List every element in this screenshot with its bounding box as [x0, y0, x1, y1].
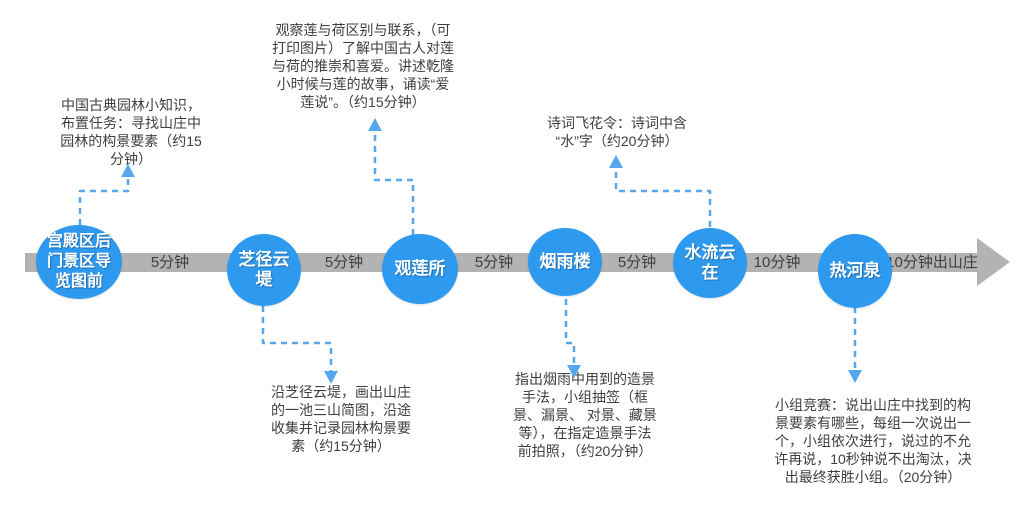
- duration-label-4: 5分钟: [617, 254, 657, 271]
- connector-line-guanliansuo: [373, 131, 415, 235]
- timeline-end-arrow-icon: [977, 238, 1010, 286]
- annotation-top-guanliansuo: 观察莲与荷区别与联系，（可 打印图片）了解中国古人对莲 与荷的推崇和喜爱。讲述乾…: [272, 22, 454, 110]
- annotation-bottom-zhijingyundi: 沿芝径云堤，画出山庄 的一池三山简图，沿途 收集并记录园林构景要 素（约15分钟…: [271, 384, 411, 454]
- connector-line-yanyulou: [564, 299, 576, 365]
- arrow-up-icon: [368, 118, 382, 131]
- annotation-top-gongdianqu: 中国古典园林小知识， 布置任务：寻找山庄中 园林的构景要素（约15 分钟）: [60, 97, 202, 167]
- annotation-top-shuiliuyunzai: 诗词飞花令：诗词中含 “水”字（约20分钟）: [547, 115, 687, 149]
- connector-line-shuiliuyunzai: [614, 168, 712, 227]
- annotation-bottom-rehequan: 小组竞赛：说出山庄中找到的构 景要素有哪些，每组一次说出一 个，小组依次进行，说…: [774, 397, 972, 485]
- duration-label-2: 5分钟: [324, 254, 364, 271]
- duration-label-3: 5分钟: [474, 254, 514, 271]
- timeline-node-guanliansuo: 观莲所: [382, 234, 458, 304]
- arrow-up-icon: [609, 155, 623, 168]
- timeline-node-rehequan: 热河泉: [818, 234, 892, 308]
- duration-label-exit: 10分钟出山庄: [886, 254, 978, 271]
- timeline-node-gongdianqu: 宫殿区后 门景区导 览图前: [36, 225, 122, 299]
- connector-line-zhijingyundi: [261, 306, 333, 371]
- annotation-bottom-yanyulou: 指出烟雨中用到的造景 手法，小组抽签（框 景、漏景、 对景、藏景 等），在指定造…: [513, 371, 657, 459]
- arrow-down-icon: [848, 370, 862, 383]
- timeline-node-zhijingyundi: 芝径云 堤: [227, 234, 301, 306]
- duration-label-5: 10分钟: [753, 254, 801, 271]
- timeline-node-shuiliuyunzai: 水流云 在: [673, 228, 747, 298]
- timeline-node-yanyulou: 烟雨楼: [528, 228, 602, 296]
- duration-label-1: 5分钟: [150, 254, 190, 271]
- connector-line-gongdianqu: [78, 177, 130, 225]
